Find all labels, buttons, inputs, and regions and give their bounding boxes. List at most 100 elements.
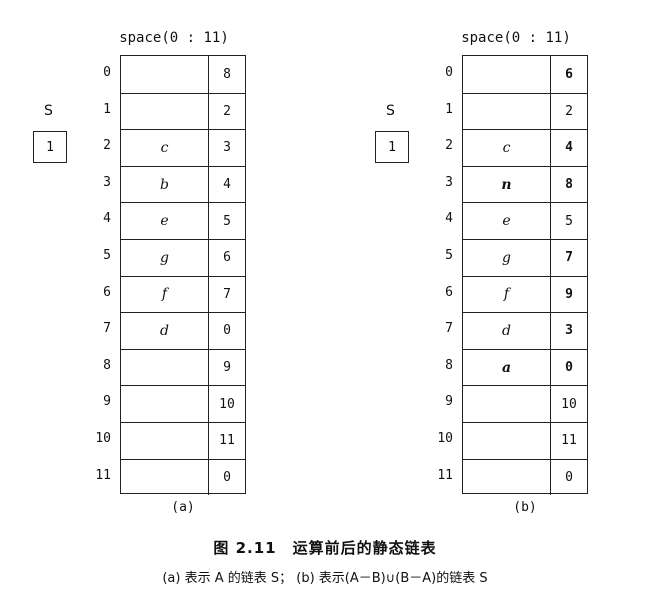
cursor-cell: 0: [223, 469, 231, 485]
data-cell: f: [463, 276, 551, 313]
data-cell: c: [121, 130, 209, 166]
cursor-cell: 6: [565, 66, 573, 82]
row-index: 7: [445, 321, 453, 337]
data-cell: [463, 459, 551, 496]
data-cell: [463, 386, 551, 422]
cursor-cell: 3: [565, 323, 573, 339]
row-index: 9: [103, 394, 111, 410]
row-index: 11: [95, 467, 111, 483]
row-index: 0: [445, 65, 453, 80]
row-index: 2: [103, 138, 111, 154]
row-index: 8: [103, 357, 111, 373]
data-cell: a: [463, 349, 551, 386]
cursor-cell: 7: [565, 250, 573, 266]
data-cell: n: [463, 166, 551, 203]
cursor-cell: 8: [223, 66, 231, 82]
data-cell: [121, 386, 209, 422]
cursor-cell: 4: [565, 140, 573, 156]
table-row: 8: [121, 56, 245, 93]
cursor-cell: 5: [565, 213, 573, 229]
data-cell: f: [121, 276, 209, 313]
table-row: 9: [121, 348, 245, 386]
cursor-cell: 6: [223, 250, 231, 266]
table-row: 10: [121, 385, 245, 422]
data-cell: [121, 56, 209, 93]
table-row: 0: [463, 458, 587, 496]
data-cell: e: [121, 203, 209, 239]
subfigure-caption: (b): [513, 500, 537, 515]
cursor-cell: 5: [223, 213, 231, 229]
data-cell: c: [463, 130, 551, 166]
data-cell: b: [121, 166, 209, 203]
cursor-cell: 11: [561, 433, 577, 449]
row-index: 4: [103, 211, 111, 227]
s-pointer-box: 1: [33, 131, 67, 163]
cursor-cell: 8: [565, 177, 573, 193]
data-cell: [121, 349, 209, 386]
table-row: 2: [463, 92, 587, 130]
row-index: 5: [103, 248, 111, 263]
figure-title: 图 2.11 运算前后的静态链表: [213, 539, 437, 557]
s-pointer-label: S: [44, 103, 53, 119]
row-index: 4: [445, 211, 453, 227]
row-index: 7: [103, 321, 111, 337]
row-index: 3: [445, 174, 453, 190]
space-title: space(0 : 11): [461, 30, 571, 46]
subfigure-caption: (a): [171, 500, 195, 515]
row-index: 5: [445, 248, 453, 263]
table-row: 6: [463, 56, 587, 93]
table-row: 0: [121, 458, 245, 496]
cursor-cell: 3: [223, 140, 231, 156]
cursor-cell: 0: [565, 469, 573, 485]
s-pointer-box: 1: [375, 131, 409, 163]
cursor-cell: 7: [223, 286, 231, 302]
row-index: 0: [103, 65, 111, 80]
cursor-cell: 9: [223, 360, 231, 376]
row-index: 8: [445, 357, 453, 373]
cursor-cell: 10: [561, 396, 577, 412]
cursor-cell: 9: [565, 286, 573, 302]
row-index: 1: [103, 101, 111, 117]
row-index: 6: [445, 284, 453, 300]
data-cell: [463, 422, 551, 459]
row-index: 9: [445, 394, 453, 410]
data-cell: g: [121, 239, 209, 276]
table-row: 2: [121, 92, 245, 130]
row-index: 10: [95, 431, 111, 446]
cursor-cell: 4: [223, 177, 231, 193]
table-row: 11: [463, 421, 587, 459]
data-cell: d: [463, 313, 551, 349]
cursor-cell: 2: [565, 103, 573, 119]
row-index: 2: [445, 138, 453, 154]
data-cell: [121, 459, 209, 496]
cursor-cell: 0: [223, 323, 231, 339]
space-title: space(0 : 11): [119, 30, 229, 46]
s-pointer-label: S: [386, 103, 395, 119]
row-index: 10: [437, 431, 453, 446]
figure-note: (a) 表示 A 的链表 S； (b) 表示(A－B)∪(B－A)的链表 S: [162, 571, 488, 586]
data-cell: g: [463, 239, 551, 276]
cursor-cell: 2: [223, 103, 231, 119]
data-cell: [121, 93, 209, 130]
cursor-cell: 11: [219, 433, 235, 449]
data-cell: [463, 56, 551, 93]
data-cell: d: [121, 313, 209, 349]
table-row: 10: [463, 385, 587, 422]
table-row: 11: [121, 421, 245, 459]
row-index: 6: [103, 284, 111, 300]
row-index: 3: [103, 174, 111, 190]
